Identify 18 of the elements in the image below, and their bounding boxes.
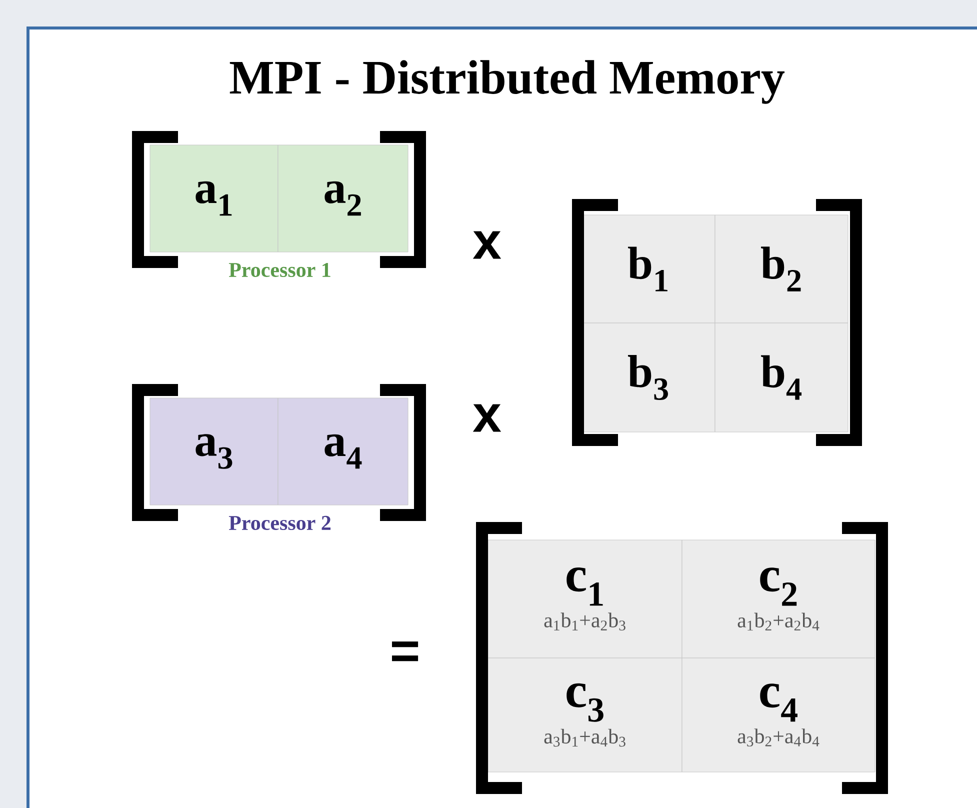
- matrix-cell: a$_{4}$: [278, 398, 408, 506]
- matrix-cell: b$_{3}$: [582, 322, 716, 432]
- processor-label: Processor 2: [228, 516, 330, 530]
- operator-sign: =: [392, 641, 418, 662]
- matrix-cell: a$_{3}$: [150, 398, 278, 506]
- matrix-cell: c$_{3}$ a$_{3}$b$_{1}$+a$_{4}$b$_{3}$: [488, 658, 682, 772]
- matrix-cell: a$_{2}$: [278, 144, 408, 252]
- matrix-cell: c$_{4}$ a$_{3}$b$_{2}$+a$_{4}$b$_{4}$: [682, 658, 876, 772]
- matrix-cell: b$_{1}$: [582, 214, 716, 324]
- matrix-cell: b$_{2}$: [714, 214, 848, 324]
- diagram-title: MPI - Distributed Memory: [230, 60, 784, 104]
- matrix-cell: c$_{2}$ a$_{1}$b$_{2}$+a$_{2}$b$_{4}$: [682, 540, 876, 658]
- matrix-cell: a$_{1}$: [150, 144, 278, 252]
- operator-sign: x: [472, 404, 502, 432]
- operator-sign: x: [472, 231, 502, 259]
- processor-label: Processor 1: [228, 262, 330, 278]
- matrix-cell: b$_{4}$: [714, 322, 848, 432]
- matrix-cell: c$_{1}$ a$_{1}$b$_{1}$+a$_{2}$b$_{3}$: [488, 540, 682, 658]
